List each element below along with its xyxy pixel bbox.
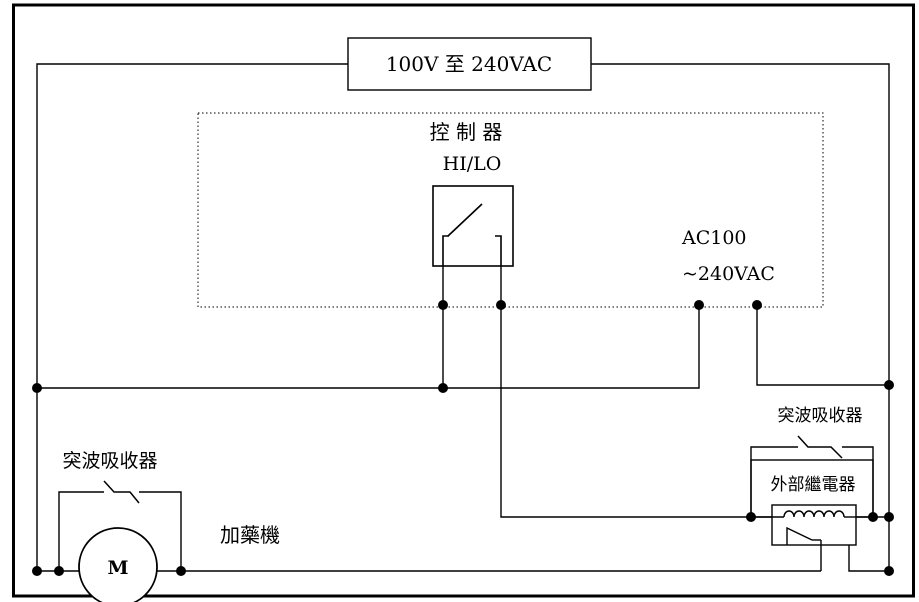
relay-contact-icon — [786, 526, 822, 571]
junction-dot — [176, 566, 186, 576]
junction-dot — [746, 512, 756, 522]
junction-dot — [54, 566, 64, 576]
ac-label-2: ~240VAC — [682, 263, 775, 285]
hilo-switch-box — [432, 185, 514, 267]
motor-letter: M — [107, 557, 128, 579]
motor-icon — [78, 527, 158, 602]
hilo-label: HI/LO — [443, 153, 502, 175]
junction-dot — [884, 566, 894, 576]
surge-label-right: 突波吸收器 — [778, 406, 863, 426]
wire-surge-left-2 — [139, 491, 182, 571]
junction-dot — [496, 300, 506, 310]
controller-label: 控 制 器 — [430, 120, 503, 144]
outer-frame — [12, 3, 915, 598]
junction-dot — [868, 512, 878, 522]
junction-dot — [752, 300, 762, 310]
wire-relay-contact-out — [848, 540, 889, 572]
dosing-machine-label: 加藥機 — [220, 523, 280, 547]
junction-dot — [438, 300, 448, 310]
surge-label-left: 突波吸收器 — [62, 450, 157, 472]
relay-body — [771, 504, 857, 546]
controller-box — [197, 112, 824, 308]
wire-ac-right — [756, 305, 889, 386]
relay-label: 外部繼電器 — [771, 475, 856, 495]
wire-common — [37, 305, 700, 389]
junction-dot — [438, 383, 448, 393]
junction-dot — [32, 383, 42, 393]
junction-dot — [884, 380, 894, 390]
junction-dot — [694, 300, 704, 310]
surge-absorber-left-icon — [103, 480, 140, 504]
switch-contact-icon — [442, 203, 502, 266]
wire-top-left — [36, 63, 348, 571]
ac-label-1: AC100 — [681, 227, 747, 249]
surge-absorber-right-icon — [797, 435, 843, 459]
wires — [36, 63, 890, 572]
junction-dots — [32, 300, 894, 576]
wire-top-right — [591, 63, 890, 571]
junction-dot — [884, 512, 894, 522]
wire-surge-left — [58, 491, 104, 571]
supply-box — [347, 37, 592, 91]
relay-coil-icon — [751, 510, 856, 518]
wire-switch-right — [500, 266, 751, 518]
junction-dot — [32, 566, 42, 576]
supply-label: 100V 至 240VAC — [386, 52, 552, 76]
